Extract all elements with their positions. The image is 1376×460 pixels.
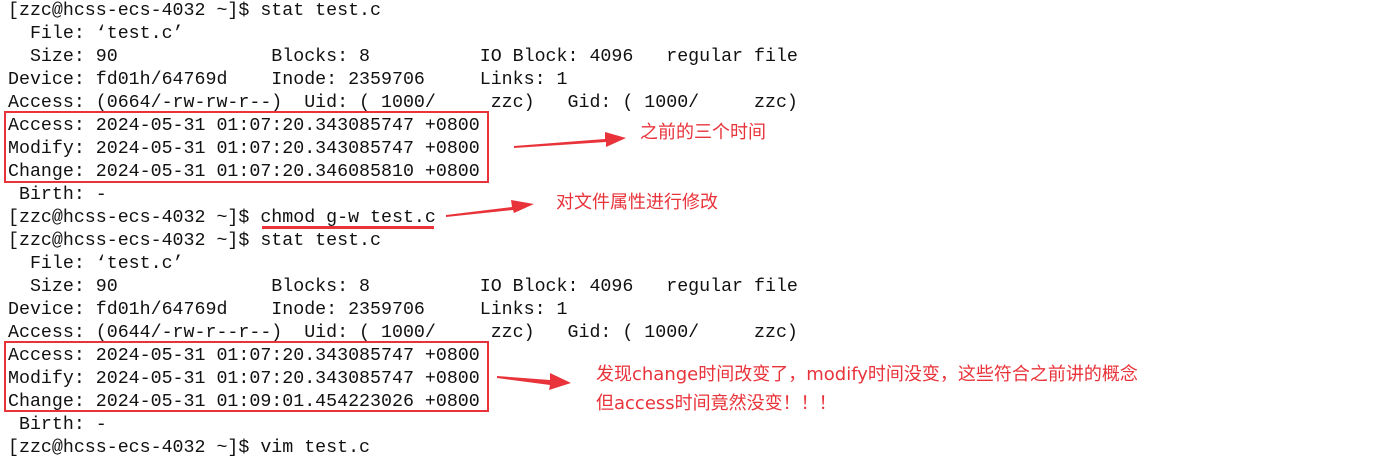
terminal-line: Birth: - (8, 185, 107, 205)
command-underline (262, 226, 434, 229)
arrow-overlay (446, 132, 626, 390)
terminal-line: Device: fd01h/64769d Inode: 2359706 Link… (8, 70, 568, 90)
terminal-line: Modify: 2024-05-31 01:07:20.343085747 +0… (8, 139, 480, 159)
timestamps-highlight-box (4, 341, 489, 412)
terminal-line: Access: 2024-05-31 01:07:20.343085747 +0… (8, 346, 480, 366)
terminal-line: Device: fd01h/64769d Inode: 2359706 Link… (8, 300, 568, 320)
terminal-line: Size: 90 Blocks: 8 IO Block: 4096 regula… (8, 47, 798, 67)
arrow-icon (446, 200, 534, 217)
terminal-line: Change: 2024-05-31 01:09:01.454223026 +0… (8, 392, 480, 412)
terminal-line: Birth: - (8, 415, 107, 435)
arrow-icon (497, 373, 571, 390)
terminal-line: Modify: 2024-05-31 01:07:20.343085747 +0… (8, 369, 480, 389)
arrow-icon (514, 132, 626, 148)
terminal-line: Access: (0664/-rw-rw-r--) Uid: ( 1000/ z… (8, 93, 798, 113)
annotation-note: 对文件属性进行修改 (556, 192, 718, 213)
annotation-note: 之前的三个时间 (640, 122, 766, 143)
terminal-line: File: ‘test.c’ (8, 254, 184, 274)
terminal-line: [zzc@hcss-ecs-4032 ~]$ stat test.c (8, 231, 381, 251)
terminal-line: Access: (0644/-rw-r--r--) Uid: ( 1000/ z… (8, 323, 798, 343)
terminal-line: Access: 2024-05-31 01:07:20.343085747 +0… (8, 116, 480, 136)
annotation-note: 但access时间竟然没变！！！ (596, 393, 837, 414)
terminal-line: Size: 90 Blocks: 8 IO Block: 4096 regula… (8, 277, 798, 297)
terminal-line: [zzc@hcss-ecs-4032 ~]$ stat test.c (8, 1, 381, 21)
terminal-line: Change: 2024-05-31 01:07:20.346085810 +0… (8, 162, 480, 182)
annotation-note: 发现change时间改变了，modify时间没变，这些符合之前讲的概念 (596, 364, 1138, 385)
timestamps-highlight-box (4, 111, 489, 183)
terminal-line: [zzc@hcss-ecs-4032 ~]$ chmod g-w test.c (8, 208, 436, 228)
terminal-line: File: ‘test.c’ (8, 24, 184, 44)
